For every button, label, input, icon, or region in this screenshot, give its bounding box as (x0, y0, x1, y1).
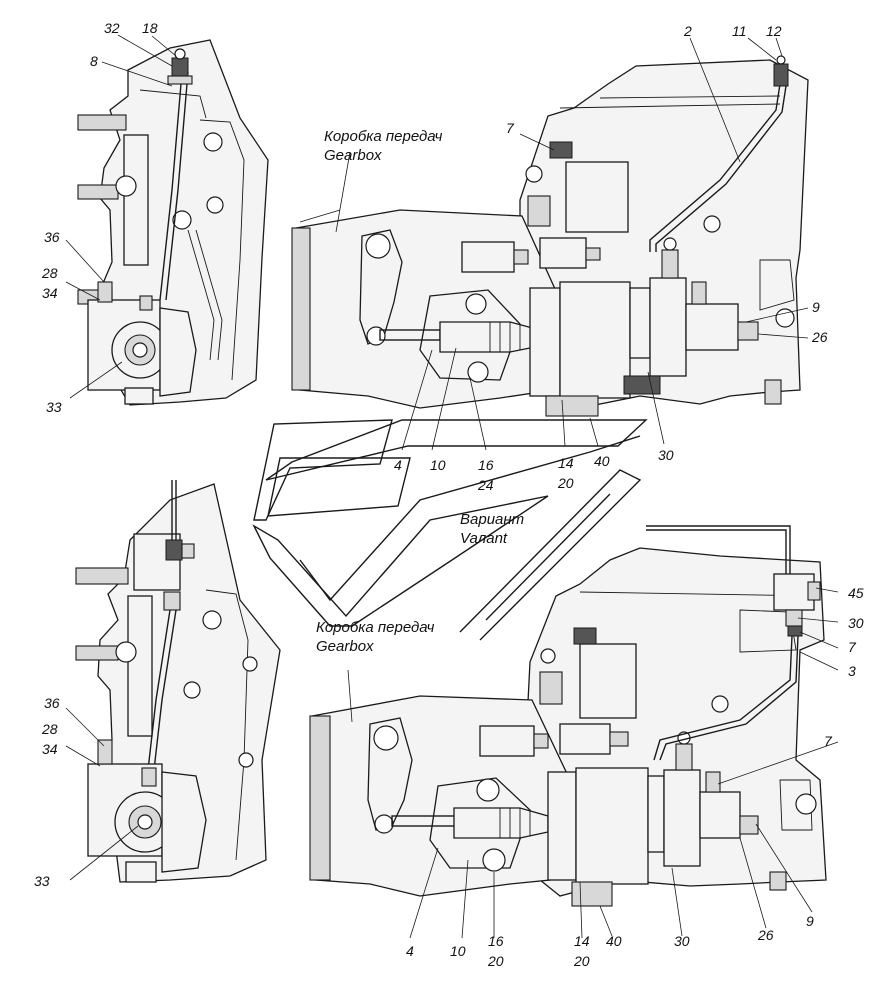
top-right-front-view (291, 55, 809, 417)
callout-30-upper: 30 (848, 615, 864, 631)
variant-arrow-decoration (252, 419, 648, 641)
callout-26-variant: 26 (757, 927, 774, 943)
callout-34-variant: 34 (42, 741, 58, 757)
callout-11: 11 (732, 23, 747, 39)
caption-gearbox-bottom-ru: Коробка передач (316, 619, 435, 636)
caption-gearbox-bottom-en: Gearbox (316, 638, 374, 655)
callout-10: 10 (430, 457, 446, 473)
callout-26: 26 (811, 329, 828, 345)
callout-32: 32 (104, 20, 120, 36)
callout-20: 20 (557, 475, 574, 491)
callout-18: 18 (142, 20, 158, 36)
callout-14-variant: 14 (574, 933, 590, 949)
caption-gearbox-top-en: Gearbox (324, 147, 382, 164)
callout-40-variant: 40 (606, 933, 622, 949)
callout-14: 14 (558, 455, 574, 471)
callout-8: 8 (90, 53, 98, 69)
callout-30-variant: 30 (674, 933, 690, 949)
bottom-right-front-view (309, 525, 827, 907)
callout-30: 30 (658, 447, 674, 463)
callout-7: 7 (506, 120, 515, 136)
bottom-left-side-view (75, 480, 281, 883)
leader-lines (65, 34, 839, 939)
callout-33: 33 (46, 399, 62, 415)
callout-36: 36 (44, 229, 60, 245)
callout-7-upper: 7 (848, 639, 857, 655)
top-left-side-view (77, 39, 269, 406)
callout-28-variant: 28 (41, 721, 58, 737)
callout-labels: 32 18 8 36 28 34 33 2 11 12 7 9 26 4 10 … (34, 20, 864, 969)
caption-variant-ru: Вариант (460, 511, 524, 528)
callout-12: 12 (766, 23, 782, 39)
callout-9: 9 (812, 299, 820, 315)
callout-24: 24 (477, 477, 494, 493)
callout-16-variant: 16 (488, 933, 504, 949)
callout-3: 3 (848, 663, 856, 679)
callout-45: 45 (848, 585, 864, 601)
callout-9-variant: 9 (806, 913, 814, 929)
callout-20-variant-a: 20 (487, 953, 504, 969)
callout-10-variant: 10 (450, 943, 466, 959)
callout-7-lower: 7 (824, 733, 833, 749)
callout-36-variant: 36 (44, 695, 60, 711)
callout-2: 2 (683, 23, 692, 39)
callout-34: 34 (42, 285, 58, 301)
callout-28: 28 (41, 265, 58, 281)
caption-gearbox-top-ru: Коробка передач (324, 128, 443, 145)
caption-variant-en: Vaлant (460, 530, 508, 547)
callout-40: 40 (594, 453, 610, 469)
callout-16: 16 (478, 457, 494, 473)
callout-33-variant: 33 (34, 873, 50, 889)
callout-4-variant: 4 (406, 943, 414, 959)
callout-4: 4 (394, 457, 402, 473)
callout-20-variant-b: 20 (573, 953, 590, 969)
